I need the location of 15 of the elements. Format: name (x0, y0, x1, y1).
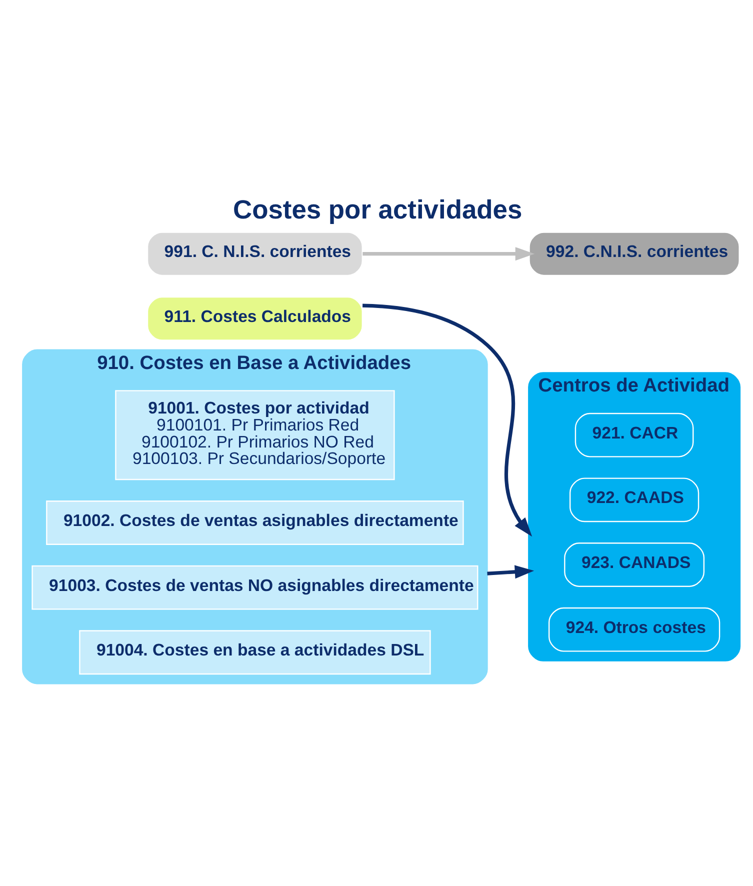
node-box: 91002. Costes de ventas asignables directamente (46, 500, 464, 544)
node-box: 992. C.N.I.S. corrientes (528, 231, 740, 276)
node-box: 923. CANADS (564, 542, 705, 586)
node-box: 91004. Costes en base a actividades DSL (79, 630, 431, 674)
node-box: 922. CAADS (569, 477, 700, 522)
arrow (487, 564, 534, 578)
arrow (362, 303, 532, 536)
node-box: 924. Otros costes (548, 606, 720, 652)
node-box: 991. C. N.I.S. corrientes (146, 231, 363, 276)
node-box: 921. CACR (574, 412, 694, 457)
arrow (362, 246, 535, 260)
diagram-title: Costes por actividades (233, 194, 522, 224)
node-box: 91001. Costes por actividad 9100101. Pr Primarios Red 9100102. Pr Primarios NO Red 9100103. Pr Secundarios/Soporte (115, 390, 395, 480)
node-box: 91003. Costes de ventas NO asignables directamente (32, 564, 478, 610)
node-box: 911. Costes Calculados (146, 296, 363, 340)
